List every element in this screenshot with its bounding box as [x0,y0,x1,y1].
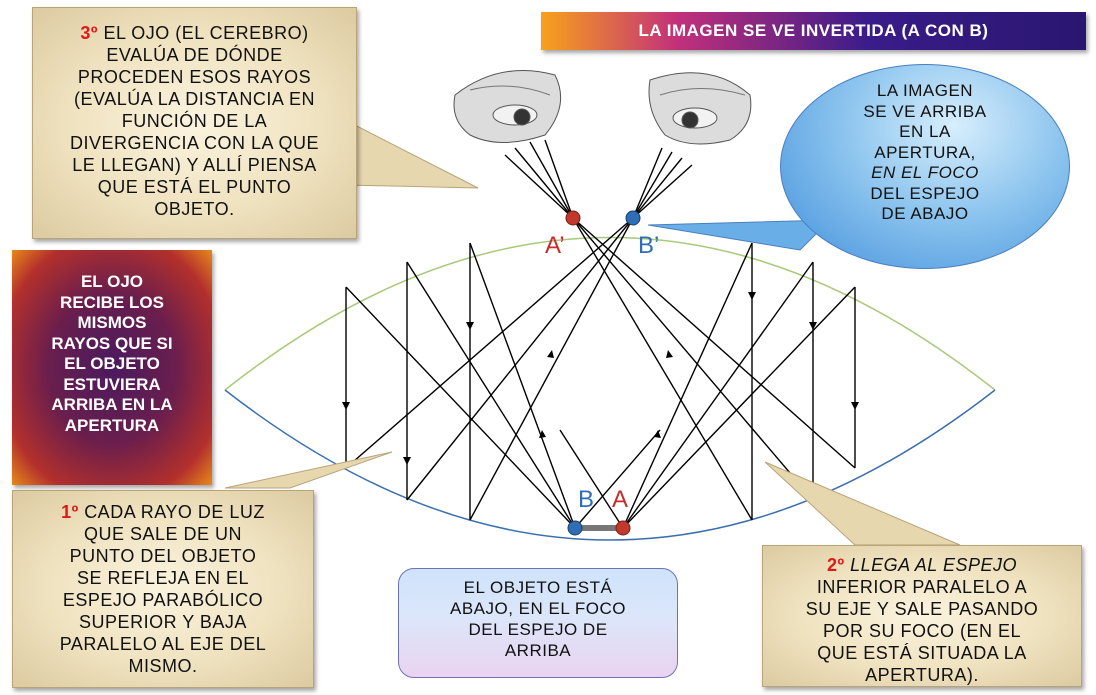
step2-line: SU EJE Y SALE PASANDO [805,599,1039,619]
image-note-line: LA IMAGEN [876,81,974,100]
step1-line: SUPERIOR Y BAJA [79,612,247,632]
callout-pointer-3 [344,119,479,189]
object-note-line: EL OBJETO ESTÁ [463,578,613,597]
callout-pointer-blue [647,219,832,251]
eye-note: EL OJO RECIBE LOS MISMOS RAYOS QUE SI EL… [12,250,212,485]
label-a-prime: A’ [545,232,565,259]
object-note-line: ABAJO, EN EL FOCO [449,599,627,618]
right-eye [648,72,752,145]
point-b [567,520,583,536]
step1-line: PUNTO DEL OBJETO [69,546,257,566]
object-note-line: ARRIBA [504,641,572,660]
object-note: EL OBJETO ESTÁ ABAJO, EN EL FOCO DEL ESP… [398,568,678,678]
step3-callout: 3º EL OJO (EL CEREBRO) EVALÚA DE DÓNDE P… [32,7,357,239]
eye-note-line: ESTUVIERA [63,374,161,394]
step3-number: 3º [80,23,98,43]
step3-line: LE LLEGAN) Y ALLÍ PIENSA [72,155,317,175]
label-b-prime: B’ [638,232,660,259]
eye-note-line: RAYOS QUE SI [51,333,173,353]
callout-pointer-2 [764,461,961,546]
step3-line: FUNCIÓN DE LA [121,111,268,131]
image-note-line: SE VE ARRIBA [863,101,987,121]
image-note-bubble: LA IMAGEN SE VE ARRIBA EN LA APERTURA, E… [780,64,1070,269]
object-note-line: DEL ESPEJO DE [468,620,608,639]
callout-pointer-1 [224,451,393,489]
step3-line: PROCEDEN ESOS RAYOS [77,67,312,87]
step1-line: ESPEJO PARABÓLICO [62,590,264,610]
step3-line: DIVERGENCIA CON LA QUE [69,133,320,153]
step3-line: QUE ESTÁ EL PUNTO [97,177,292,197]
step2-number: 2º [826,555,845,575]
step1-number: 1º [61,502,79,522]
eye-note-line: ARRIBA EN LA [51,395,173,414]
step1-line: MISMO. [128,656,198,676]
step2-line: QUE ESTÁ SITUADA LA [817,643,1027,663]
label-b: B [578,486,595,513]
step3-line: OBJETO. [154,199,235,219]
eye-note-line: APERTURA [64,415,160,435]
image-note-line: EN LA [899,122,951,141]
label-a: A [612,486,629,513]
eye-note-line: EL OJO [80,272,144,291]
step2-line: INFERIOR PARALELO A [816,577,1028,597]
light-rays [345,139,856,529]
step2-line: POR SU FOCO (EN EL [822,621,1022,641]
image-note-line: DEL ESPEJO [870,183,980,203]
step1-line: CADA RAYO DE LUZ [84,502,265,522]
step1-callout: 1º CADA RAYO DE LUZ QUE SALE DE UN PUNTO… [12,490,314,688]
image-note-line: DE ABAJO [881,204,969,223]
image-note-line: EN EL FOCO [871,163,979,182]
point-b-prime [625,210,641,226]
point-a-prime [565,210,581,226]
image-note-line: APERTURA, [874,142,976,162]
step3-line: (EVALÚA LA DISTANCIA EN [74,89,315,109]
eye-note-line: MISMOS [77,313,147,332]
step2-callout: 2º LLEGA AL ESPEJO INFERIOR PARALELO A S… [762,545,1082,687]
step1-line: SE REFLEJA EN EL [76,568,250,588]
title-banner: LA IMAGEN SE VE INVERTIDA (A CON B) [541,12,1086,50]
left-eye [453,70,562,143]
step1-line: PARALELO AL EJE DEL [59,634,267,654]
step2-line: LLEGA AL ESPEJO [850,555,1018,575]
step3-line: EVALÚA DE DÓNDE [106,45,283,65]
point-a [615,520,631,536]
step1-line: QUE SALE DE UN [83,524,243,544]
eye-note-line: RECIBE LOS [60,292,164,312]
step3-line: EL OJO (EL CEREBRO) [103,23,309,43]
step2-line: APERTURA). [865,665,979,685]
eye-note-line: EL OBJETO [64,354,160,373]
